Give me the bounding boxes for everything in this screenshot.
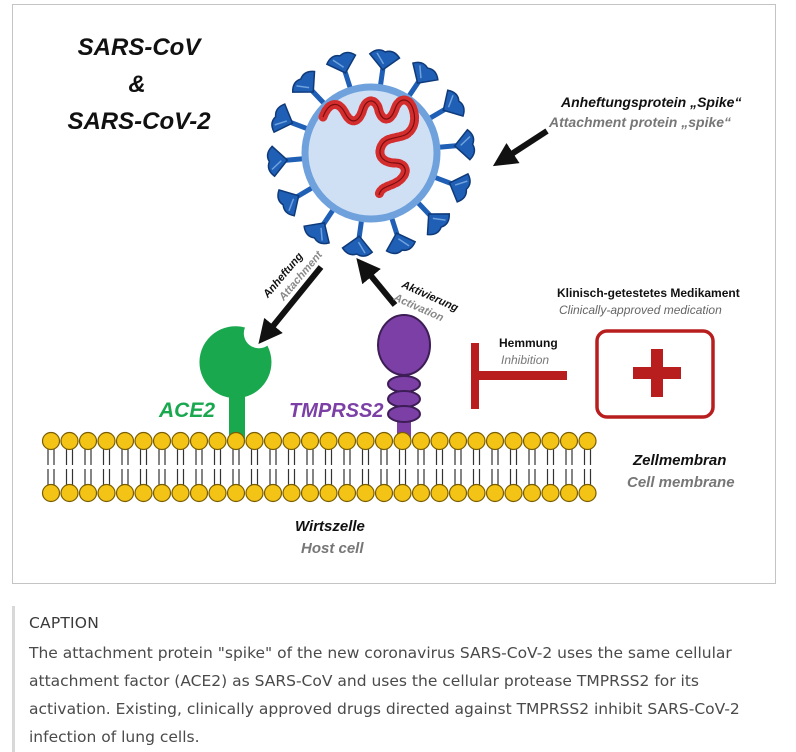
caption-block: CAPTION The attachment protein "spike" o… xyxy=(12,606,782,752)
caption-heading: CAPTION xyxy=(29,614,100,632)
spike-protein xyxy=(266,145,308,178)
host-cell-label-de: Wirtszelle xyxy=(295,518,365,535)
spike-label-de: Anheftungsprotein „Spike“ xyxy=(560,94,741,110)
virus-envelope xyxy=(301,83,441,223)
attachment-arrow xyxy=(258,265,324,345)
caption-text: The attachment protein "spike" of the ne… xyxy=(29,644,740,746)
activation-arrow xyxy=(356,258,398,307)
medication-icon xyxy=(595,329,715,419)
spike-pointer-arrow xyxy=(492,128,549,167)
virus-title-line-3: SARS-CoV-2 xyxy=(67,108,211,135)
membrane-label-de: Zellmembran xyxy=(632,452,726,469)
medication-label-de: Klinisch-getestetes Medikament xyxy=(557,286,740,300)
medication-label-en: Clinically-approved medication xyxy=(559,303,722,317)
host-cell-label-en: Host cell xyxy=(301,540,364,557)
ace2-receptor xyxy=(199,326,272,439)
virus-title: SARS-CoV & SARS-CoV-2 xyxy=(67,34,211,135)
inhibition-symbol xyxy=(471,343,567,409)
virus-title-line-2: & xyxy=(128,71,145,98)
inhibition-label-en: Inhibition xyxy=(501,353,549,367)
spike-protein xyxy=(413,197,451,236)
spike-protein xyxy=(434,128,476,161)
spike-protein xyxy=(341,216,374,257)
membrane-label-en: Cell membrane xyxy=(627,474,735,491)
figure-frame: SARS-CoV & SARS-CoV-2 Anheftungsprotein … xyxy=(12,4,776,584)
spike-protein xyxy=(368,49,401,90)
tmprss2-protease xyxy=(377,314,431,439)
virus-title-line-1: SARS-CoV xyxy=(78,34,203,61)
spike-proteins xyxy=(266,49,476,257)
cell-membrane xyxy=(41,431,597,503)
coronavirus-entry-diagram: SARS-CoV & SARS-CoV-2 Anheftungsprotein … xyxy=(41,34,741,557)
virus-particle xyxy=(266,49,476,257)
spike-label-en: Attachment protein „spike“ xyxy=(548,114,731,130)
inhibition-label-de: Hemmung xyxy=(499,336,558,350)
virus-rna-outline xyxy=(322,99,416,196)
tmprss2-label: TMPRSS2 xyxy=(289,400,383,422)
ace2-label: ACE2 xyxy=(158,399,215,422)
